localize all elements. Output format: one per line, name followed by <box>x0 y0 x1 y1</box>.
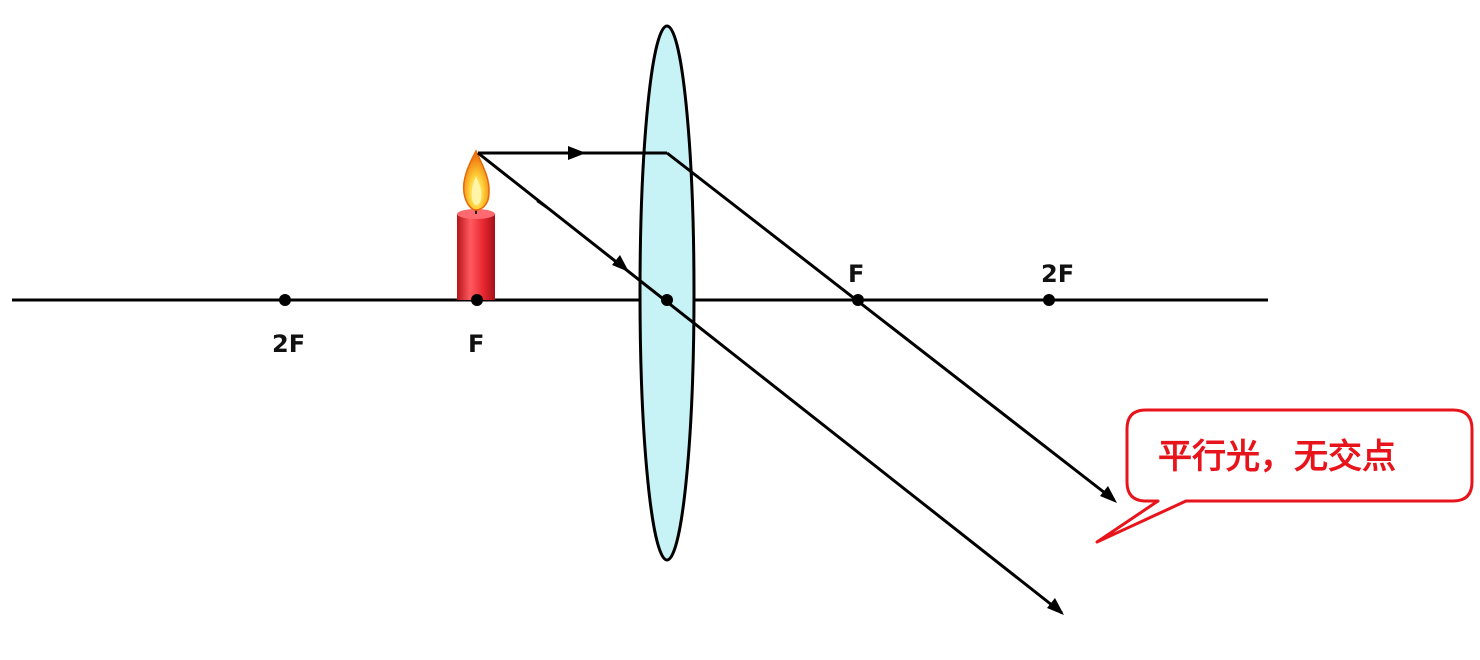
point-f-left <box>471 294 483 306</box>
arrow-head <box>1047 598 1064 615</box>
label-2f-right: 2F <box>1041 260 1074 288</box>
candle-body <box>457 214 495 300</box>
arrow-head <box>612 255 629 272</box>
callout-shape <box>1095 408 1474 544</box>
point-f-right <box>852 294 864 306</box>
convex-lens <box>638 24 696 562</box>
candle-object <box>457 149 495 300</box>
callout-bubble: 平行光，无交点 <box>1095 408 1474 544</box>
label-f-left: F <box>468 330 484 358</box>
label-2f-left: 2F <box>272 330 305 358</box>
point-optical-center <box>661 294 673 306</box>
ray-through-center <box>477 151 1064 615</box>
arrow-head <box>1100 486 1117 503</box>
point-2f-left <box>279 294 291 306</box>
ray-parallel <box>478 146 1117 503</box>
point-2f-right <box>1043 294 1055 306</box>
candle-flame-core <box>471 176 482 206</box>
arrow-head <box>568 146 586 160</box>
label-f-right: F <box>848 260 864 288</box>
callout-text: 平行光，无交点 <box>1158 437 1396 477</box>
